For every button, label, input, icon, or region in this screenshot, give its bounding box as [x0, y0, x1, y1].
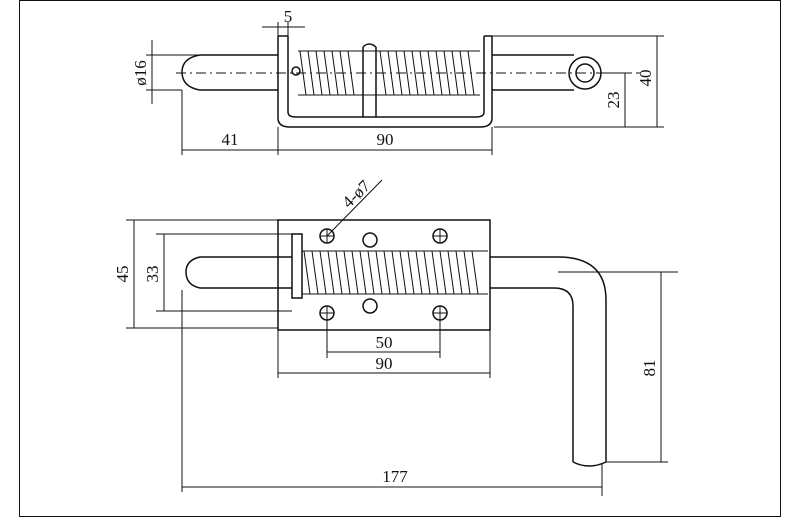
dim-label-33: 33: [143, 266, 162, 283]
dim-label-81: 81: [640, 360, 659, 377]
dim-label-177: 177: [382, 467, 408, 486]
dim-label-90-bottom: 90: [376, 354, 393, 373]
front-spring: [302, 250, 488, 295]
leader-hole: [326, 179, 383, 237]
drawing-frame: [19, 0, 781, 517]
top-bracket: [277, 36, 493, 128]
top-stop-pin: [362, 43, 377, 117]
top-pin-right: [492, 54, 574, 91]
top-spring: [298, 50, 480, 96]
dim-label-5: 5: [284, 7, 293, 26]
dim-label-41: 41: [222, 130, 239, 149]
dim-label-45: 45: [113, 266, 132, 283]
front-pin-left: [185, 256, 292, 289]
front-view: 4-ø7 45 33 50 90 81 177: [113, 176, 678, 496]
hole-center-top: [362, 232, 378, 248]
dim-label-23: 23: [604, 92, 623, 109]
front-clip: [291, 233, 303, 299]
top-bracket-inner: [287, 36, 485, 118]
front-plate: [277, 219, 491, 331]
dim-label-dia16: ø16: [131, 60, 150, 86]
dim-label-90-top: 90: [377, 130, 394, 149]
top-small-hole: [291, 66, 301, 76]
hole-center-bottom: [362, 298, 378, 314]
top-view: 5 ø16 40 23 41 90: [131, 7, 664, 155]
dim-label-40: 40: [636, 70, 655, 87]
top-ring-hole: [575, 63, 595, 83]
dim-label-50: 50: [376, 333, 393, 352]
top-pin-left: [181, 54, 278, 91]
front-handle: [490, 256, 607, 467]
dim-label-holes: 4-ø7: [338, 176, 374, 212]
